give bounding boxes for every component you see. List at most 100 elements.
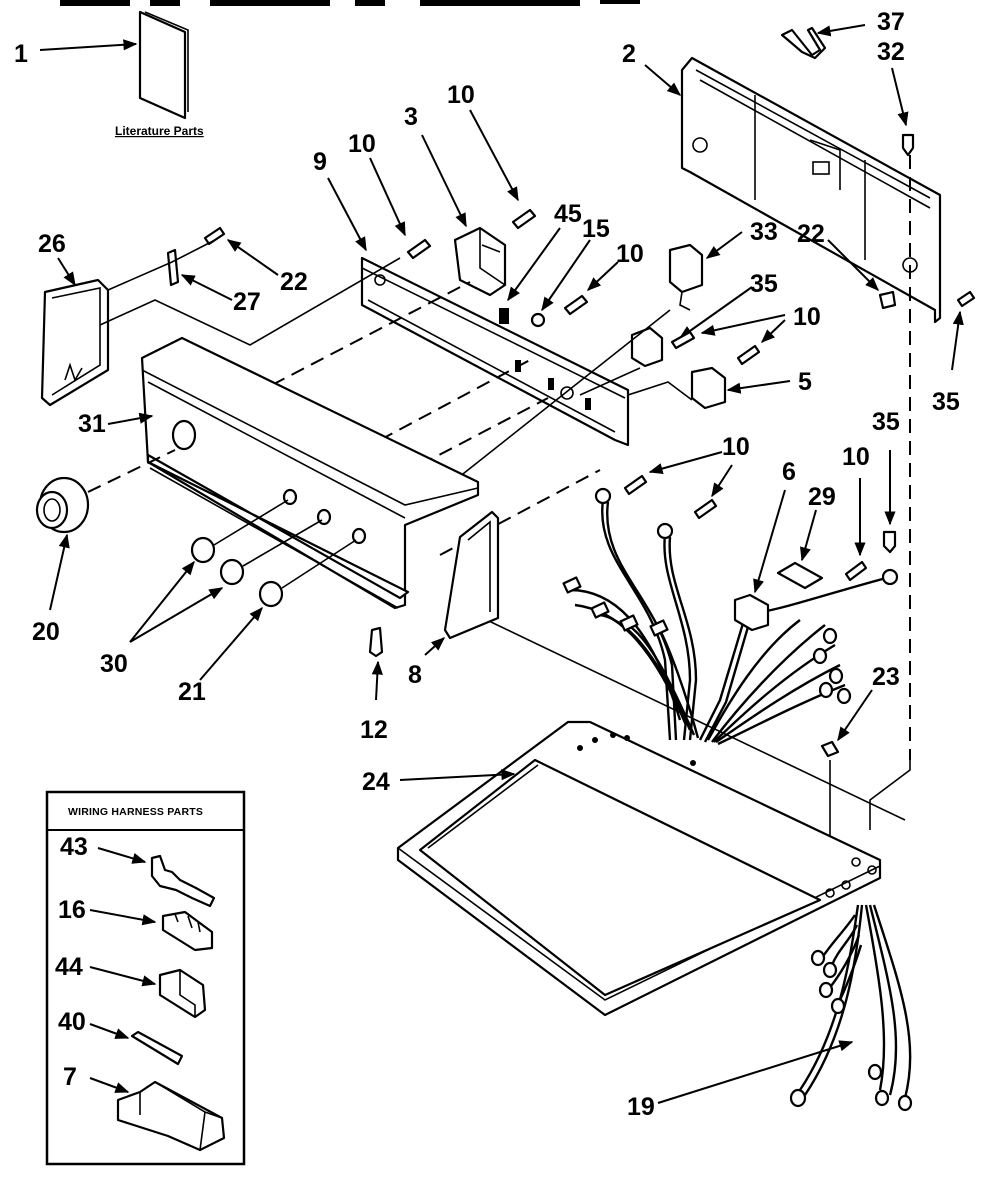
screw-10b[interactable] <box>511 208 537 230</box>
knob-20[interactable] <box>35 476 90 534</box>
screw-35b[interactable] <box>956 290 976 308</box>
leader-line <box>541 239 591 312</box>
leader-line <box>586 261 619 291</box>
harness-box-title: WIRING HARNESS PARTS <box>68 806 203 818</box>
leader-line <box>226 239 279 276</box>
callout-35-a[interactable]: 22 <box>280 268 308 296</box>
callout-6[interactable]: 6 <box>782 458 796 486</box>
callout-35-c[interactable]: 35 <box>872 408 900 436</box>
screw-35c[interactable] <box>882 530 897 554</box>
callout-5[interactable]: 5 <box>798 368 812 396</box>
assembly-line <box>429 309 671 501</box>
connector-6[interactable] <box>733 593 770 632</box>
callout-10-b[interactable]: 10 <box>348 130 376 158</box>
callout-10-a[interactable]: 10 <box>447 81 475 109</box>
callout-44[interactable]: 44 <box>55 953 83 981</box>
leader-line <box>644 64 682 96</box>
callout-3[interactable]: 3 <box>404 103 418 131</box>
callout-23[interactable]: 23 <box>872 663 900 691</box>
callout-1[interactable]: 1 <box>14 40 28 68</box>
callout-7[interactable]: 7 <box>63 1063 77 1091</box>
callout-35-b[interactable]: 35 <box>932 388 960 416</box>
leader-line <box>57 257 76 287</box>
callout-10-c[interactable]: 10 <box>616 240 644 268</box>
callout-20[interactable]: 20 <box>32 618 60 646</box>
screw-10c[interactable] <box>563 294 589 316</box>
clip-22[interactable] <box>166 248 180 287</box>
screw-12[interactable] <box>368 626 384 658</box>
screw-32[interactable] <box>901 133 915 157</box>
callout-19[interactable]: 19 <box>627 1093 655 1121</box>
end-cap-8[interactable] <box>443 510 500 640</box>
screw-10d[interactable] <box>670 330 761 366</box>
part-45[interactable] <box>499 308 509 324</box>
harness-part-16-connector-block[interactable] <box>161 910 214 952</box>
screw-10a[interactable] <box>406 238 432 260</box>
literature-part[interactable]: Literature Parts <box>115 10 204 138</box>
callout-26[interactable]: 26 <box>38 230 66 258</box>
switch-33[interactable] <box>668 243 704 311</box>
callout-10-e[interactable]: 10 <box>722 433 750 461</box>
callout-10-d[interactable]: 10 <box>793 303 821 331</box>
callout-45[interactable]: 45 <box>554 200 582 228</box>
callout-8[interactable]: 8 <box>408 661 422 689</box>
leader-line <box>837 689 873 742</box>
assembly-line <box>107 239 216 291</box>
callout-9[interactable]: 9 <box>313 148 327 176</box>
switch-5[interactable] <box>690 366 727 410</box>
wiring-harness-upper[interactable] <box>562 487 899 746</box>
callout-12[interactable]: 12 <box>360 716 388 744</box>
wiring-harness-lower-19[interactable] <box>789 904 913 1112</box>
leader-line <box>89 909 157 926</box>
leader-line <box>657 1040 854 1104</box>
callout-31[interactable]: 31 <box>78 410 106 438</box>
clip-25[interactable] <box>878 290 897 310</box>
harness-part-43-terminal[interactable] <box>150 854 216 908</box>
callout-10-f[interactable]: 10 <box>842 443 870 471</box>
callout-27[interactable]: 35 <box>750 270 778 298</box>
callout-15[interactable]: 15 <box>582 215 610 243</box>
callout-32[interactable]: 32 <box>877 38 905 66</box>
button-30b[interactable] <box>219 558 245 586</box>
leader-line <box>507 227 561 302</box>
callout-33[interactable]: 33 <box>750 218 778 246</box>
callout-21[interactable]: 21 <box>178 678 206 706</box>
alignment-line <box>87 449 176 493</box>
screw-10e[interactable] <box>623 474 648 496</box>
screw-35a[interactable] <box>203 226 226 246</box>
leader-line <box>199 606 263 681</box>
end-cap-26[interactable] <box>40 278 110 407</box>
switch-27[interactable] <box>630 326 664 368</box>
part-15[interactable] <box>530 312 546 328</box>
button-30a[interactable] <box>190 536 216 564</box>
leader-line <box>89 966 157 987</box>
callout-40[interactable]: 40 <box>58 1008 86 1036</box>
callout-2[interactable]: 2 <box>622 40 636 68</box>
callout-30[interactable]: 30 <box>100 650 128 678</box>
console-31[interactable] <box>140 336 480 610</box>
harness-part-44-connector-housing[interactable] <box>158 968 207 1019</box>
console-rear-panel[interactable] <box>680 56 942 324</box>
timer-switch[interactable] <box>453 226 507 297</box>
top-panel-24[interactable] <box>396 720 882 1017</box>
button-21[interactable] <box>258 580 284 608</box>
leader-line <box>399 769 516 781</box>
harness-part-7-terminal-block[interactable] <box>116 1080 226 1152</box>
leader-line <box>89 1077 130 1093</box>
callout-29[interactable]: 29 <box>808 483 836 511</box>
callout-37[interactable]: 37 <box>877 8 905 36</box>
terminal-block-29[interactable] <box>776 561 824 590</box>
screw-10f[interactable] <box>693 498 718 520</box>
callout-24[interactable]: 24 <box>362 768 390 796</box>
screw-10g[interactable] <box>844 560 868 582</box>
harness-part-40-pin[interactable] <box>130 1030 184 1066</box>
clip-23[interactable] <box>820 740 840 758</box>
leader-line <box>891 67 909 127</box>
clip-part[interactable] <box>780 26 827 60</box>
callout-22[interactable]: 27 <box>233 288 261 316</box>
callout-16[interactable]: 16 <box>58 896 86 924</box>
leader-line <box>421 134 467 228</box>
callout-25[interactable]: 22 <box>797 220 825 248</box>
callout-43[interactable]: 43 <box>60 833 88 861</box>
leader-line <box>753 489 786 594</box>
